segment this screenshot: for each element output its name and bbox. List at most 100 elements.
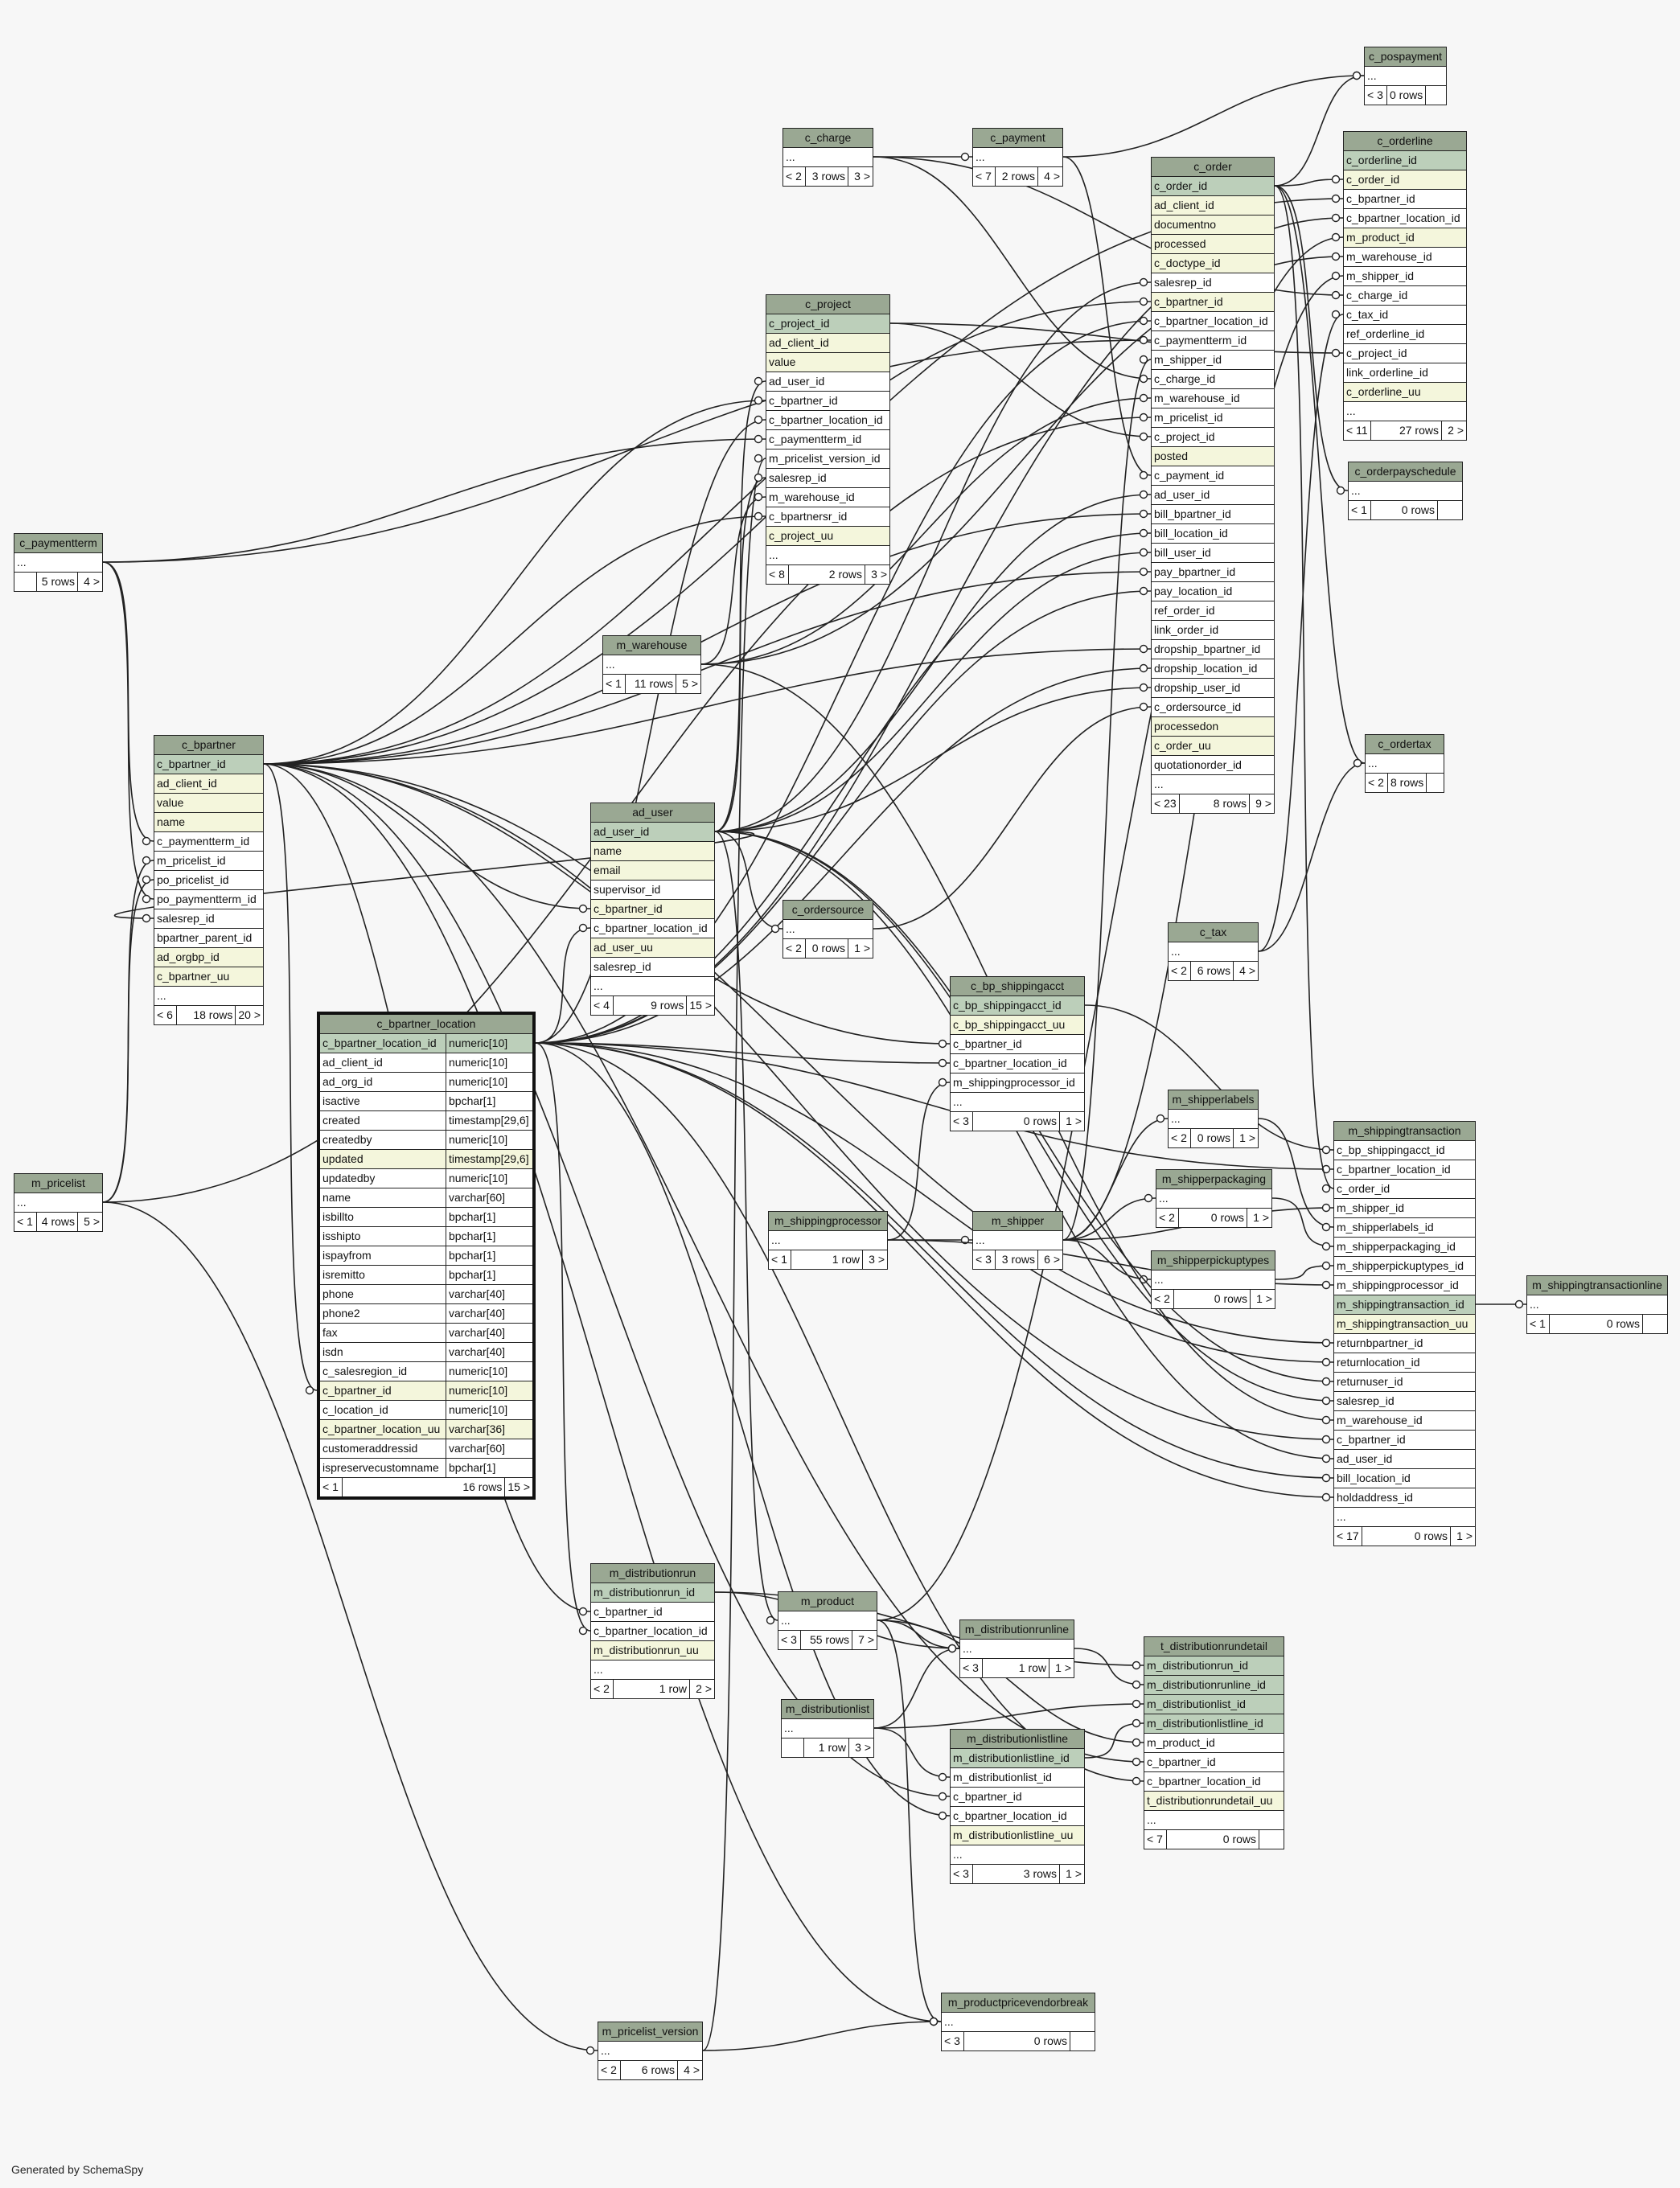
table-title[interactable]: m_distributionlistline	[951, 1730, 1084, 1749]
row-count[interactable]: 18 rows	[177, 1006, 236, 1024]
table-title[interactable]: ad_user	[591, 803, 714, 823]
column-row[interactable]: ...	[783, 148, 873, 167]
children-count[interactable]: 15 >	[507, 1480, 530, 1493]
column-row[interactable]: c_project_id	[766, 314, 889, 334]
row-count[interactable]: 3 rows	[806, 167, 848, 186]
column-row[interactable]: ...	[1152, 775, 1274, 794]
column-row[interactable]: ...	[1344, 402, 1466, 421]
column-row[interactable]: ad_user_id	[1152, 486, 1274, 505]
column-row[interactable]: ...	[154, 987, 263, 1006]
column-row[interactable]: ad_client_id	[154, 774, 263, 794]
parents-count[interactable]: < 2	[1366, 774, 1388, 792]
column-row[interactable]: c_bpartnersr_id	[766, 507, 889, 527]
column-row[interactable]: holdaddress_id	[1334, 1488, 1475, 1508]
column-row[interactable]: c_paymentterm_id	[1152, 331, 1274, 351]
row-count[interactable]: 2 rows	[996, 167, 1038, 186]
table-title[interactable]: m_pricelist_version	[598, 2022, 702, 2042]
column-row[interactable]: c_orderline_id	[1344, 151, 1466, 170]
column-row[interactable]: m_distributionrun_uu	[591, 1641, 714, 1660]
parents-count[interactable]: < 1	[320, 1478, 343, 1496]
column-row[interactable]: m_distributionlistline_id	[951, 1749, 1084, 1768]
column-row[interactable]: returnlocation_id	[1334, 1353, 1475, 1373]
column-row[interactable]: m_shippingtransaction_id	[1334, 1295, 1475, 1315]
parents-count[interactable]: < 3	[951, 1112, 973, 1131]
row-count[interactable]: 1 row	[791, 1250, 863, 1269]
children-count[interactable]: 3 >	[854, 170, 870, 183]
parents-count[interactable]: < 2	[783, 939, 806, 958]
column-row[interactable]: ...	[14, 553, 102, 573]
column-row[interactable]: ...	[951, 1845, 1084, 1865]
column-row[interactable]: c_bpartner_location_id	[766, 411, 889, 430]
row-count[interactable]: 5 rows	[37, 573, 78, 591]
children-count[interactable]: 1 >	[1055, 1661, 1071, 1674]
table-title[interactable]: m_shipper	[973, 1212, 1062, 1231]
column-row[interactable]: po_pricelist_id	[154, 871, 263, 890]
column-row[interactable]: c_bpartner_id	[1144, 1753, 1284, 1772]
table-title[interactable]: c_bp_shippingacct	[951, 977, 1084, 996]
parents-count[interactable]: < 3	[960, 1659, 983, 1677]
column-row[interactable]: c_bpartner_location_id	[1334, 1160, 1475, 1180]
column-row[interactable]: c_bpartner_location_id	[591, 1622, 714, 1641]
row-count[interactable]: 11 rows	[626, 675, 676, 693]
column-row[interactable]: ...	[1334, 1508, 1475, 1527]
children-count[interactable]: 4 >	[1044, 170, 1060, 183]
column-row[interactable]: c_bpartner_location_id	[1152, 312, 1274, 331]
parents-count[interactable]: < 3	[973, 1250, 996, 1269]
column-row[interactable]: m_distributionlistline_uu	[951, 1826, 1084, 1845]
column-row[interactable]: m_pricelist_version_id	[766, 450, 889, 469]
column-row[interactable]: bill_location_id	[1334, 1469, 1475, 1488]
column-row[interactable]: c_orderline_uu	[1344, 383, 1466, 402]
column-row[interactable]: ...	[973, 1231, 1062, 1250]
column-row[interactable]: c_bpartner_id	[1344, 190, 1466, 209]
table-title[interactable]: m_productpricevendorbreak	[942, 1993, 1095, 2013]
row-count[interactable]: 8 rows	[1180, 794, 1250, 813]
column-row[interactable]: t_distributionrundetail_uu	[1144, 1792, 1284, 1811]
column-row[interactable]: m_shippingtransaction_uu	[1334, 1315, 1475, 1334]
column-row[interactable]: ...	[1144, 1811, 1284, 1830]
column-row[interactable]: ...	[14, 1193, 102, 1213]
column-row[interactable]: ad_user_id	[766, 372, 889, 392]
parents-count[interactable]: < 4	[591, 996, 614, 1015]
row-count[interactable]: 0 rows	[1179, 1209, 1247, 1227]
parents-count[interactable]: < 7	[973, 167, 996, 186]
column-row[interactable]: pay_location_id	[1152, 582, 1274, 601]
column-row[interactable]: ...	[951, 1093, 1084, 1112]
column-row[interactable]: ...	[591, 977, 714, 996]
column-row[interactable]: m_shipper_id	[1334, 1199, 1475, 1218]
column-row[interactable]: c_charge_id	[1152, 370, 1274, 389]
children-count[interactable]	[1643, 1315, 1667, 1333]
column-row[interactable]: c_bp_shippingacct_id	[1334, 1141, 1475, 1160]
table-title[interactable]: m_distributionrun	[591, 1564, 714, 1583]
parents-count[interactable]: < 1	[14, 1213, 37, 1231]
column-row[interactable]: m_warehouse_id	[1152, 389, 1274, 408]
row-count[interactable]: 16 rows	[343, 1478, 506, 1496]
children-count[interactable]	[1259, 1830, 1284, 1849]
column-row[interactable]: m_warehouse_id	[1344, 248, 1466, 267]
children-count[interactable]: 1 >	[1066, 1867, 1082, 1880]
parents-count[interactable]: < 1	[1349, 501, 1371, 519]
table-title[interactable]: m_product	[778, 1592, 877, 1611]
table-title[interactable]: c_paymentterm	[14, 534, 102, 553]
column-row[interactable]: c_bpartner_location_id	[1344, 209, 1466, 228]
children-count[interactable]: 5 >	[84, 1215, 100, 1228]
